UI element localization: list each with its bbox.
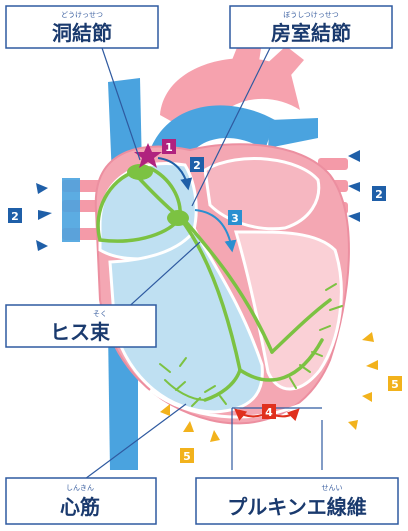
label-purkinje-fibers: せんい プルキンエ線維 xyxy=(196,478,398,524)
step-badge-4: 4 xyxy=(262,404,276,419)
atrioventricular-node xyxy=(167,210,189,226)
svg-text:2: 2 xyxy=(375,188,383,201)
label-his-bundle: そく ヒス束 xyxy=(6,305,156,347)
svg-text:4: 4 xyxy=(265,406,273,419)
label-atrioventricular-node: ぼうしつけっせつ 房室結節 xyxy=(230,6,392,48)
step-badge-5-right: 5 xyxy=(388,376,402,391)
svg-text:3: 3 xyxy=(231,212,239,225)
step-badge-2-center: 2 xyxy=(190,157,204,172)
step-badge-1: 1 xyxy=(162,139,176,154)
step-badge-2-left: 2 xyxy=(8,208,22,223)
step-badge-5-left: 5 xyxy=(180,448,194,463)
svg-text:房室結節: 房室結節 xyxy=(271,21,351,45)
svg-text:プルキンエ線維: プルキンエ線維 xyxy=(227,495,366,519)
label-sinoatrial-node: どうけっせつ 洞結節 xyxy=(6,6,158,48)
svg-text:どうけっせつ: どうけっせつ xyxy=(61,11,103,19)
svg-text:1: 1 xyxy=(165,141,173,154)
svg-text:5: 5 xyxy=(183,450,191,463)
spread-triangles-blue-left xyxy=(36,183,52,251)
svg-text:ヒス束: ヒス束 xyxy=(50,320,111,344)
label-myocardium: しんきん 心筋 xyxy=(6,478,156,524)
spread-triangles-yellow-right xyxy=(348,332,378,430)
step-badge-2-right: 2 xyxy=(372,186,386,201)
svg-text:心筋: 心筋 xyxy=(60,495,100,519)
spread-triangles-blue-right xyxy=(348,150,360,222)
svg-text:2: 2 xyxy=(11,210,19,223)
svg-text:5: 5 xyxy=(391,378,399,391)
svg-text:2: 2 xyxy=(193,159,201,172)
svg-text:せんい: せんい xyxy=(322,484,343,492)
svg-text:ぼうしつけっせつ: ぼうしつけっせつ xyxy=(283,11,339,19)
step-badge-3: 3 xyxy=(228,210,242,225)
svg-text:しんきん: しんきん xyxy=(66,484,94,492)
svg-text:洞結節: 洞結節 xyxy=(52,21,112,45)
svg-text:そく: そく xyxy=(93,310,107,318)
